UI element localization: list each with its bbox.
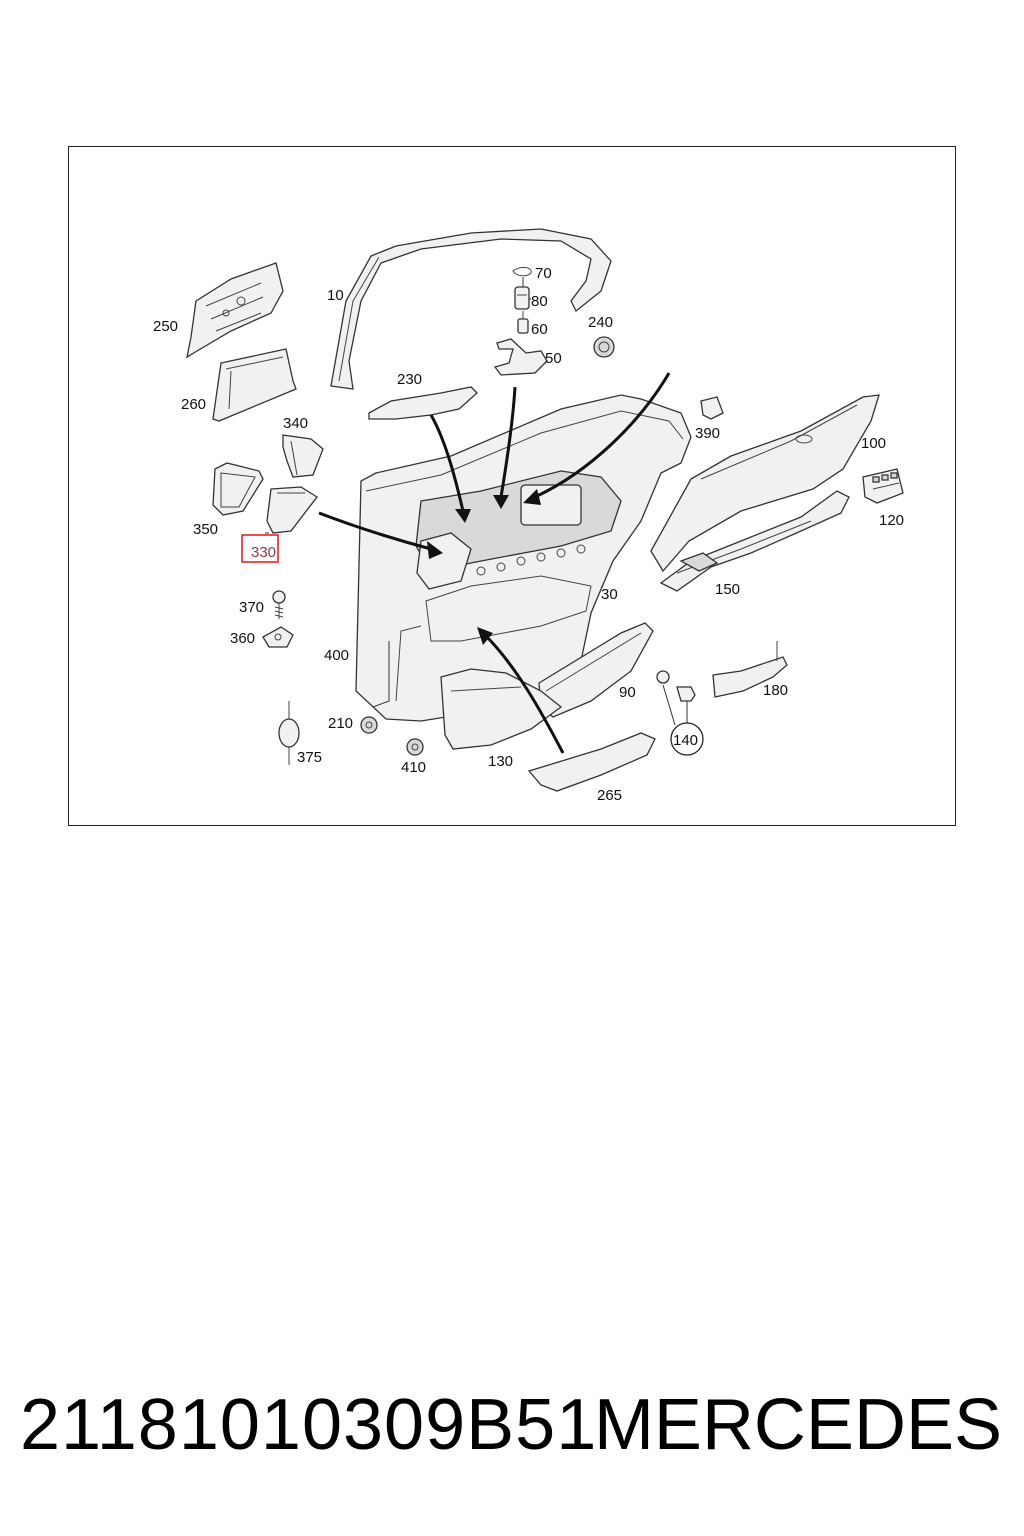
part-screw-370[interactable] bbox=[272, 590, 286, 619]
callout-90: 90 bbox=[619, 684, 636, 701]
callout-80: 80 bbox=[531, 293, 548, 310]
callout-100: 100 bbox=[861, 435, 886, 452]
callout-10: 10 bbox=[327, 287, 344, 304]
callout-250: 250 bbox=[153, 318, 178, 335]
callout-230: 230 bbox=[397, 371, 422, 388]
callout-350: 350 bbox=[193, 521, 218, 538]
part-door-panel-30[interactable] bbox=[355, 394, 692, 722]
callout-70: 70 bbox=[535, 265, 552, 282]
callout-265: 265 bbox=[597, 787, 622, 804]
exploded-parts-diagram: 10 70 80 60 50 240 250 260 230 390 340 1… bbox=[153, 228, 904, 804]
callout-340: 340 bbox=[283, 415, 308, 432]
callout-140-ring bbox=[670, 722, 704, 756]
part-trim-strip-180[interactable] bbox=[712, 641, 788, 698]
brand-name: MERCEDES bbox=[593, 1385, 1002, 1465]
part-rod-400[interactable] bbox=[372, 641, 390, 708]
callout-400: 400 bbox=[324, 647, 349, 664]
callout-50: 50 bbox=[545, 350, 562, 367]
assembly-arrows bbox=[318, 372, 671, 754]
part-clip-70[interactable] bbox=[512, 266, 532, 277]
part-round-cap-240[interactable] bbox=[593, 336, 615, 358]
part-pin-80[interactable] bbox=[514, 286, 530, 310]
part-cap-410[interactable] bbox=[406, 738, 424, 756]
callout-240: 240 bbox=[588, 314, 613, 331]
callout-30: 30 bbox=[601, 586, 618, 603]
part-door-handle-50[interactable] bbox=[493, 338, 548, 376]
leader-lines bbox=[265, 277, 531, 534]
callout-330[interactable]: 330 bbox=[251, 544, 276, 561]
part-plug-60[interactable] bbox=[517, 311, 529, 334]
part-trim-strip-230[interactable] bbox=[368, 386, 478, 420]
part-bracket-340[interactable] bbox=[282, 434, 324, 478]
footer: 21181010309B51 MERCEDES bbox=[0, 1380, 1024, 1470]
callout-180: 180 bbox=[763, 682, 788, 699]
callout-210: 210 bbox=[328, 715, 353, 732]
callout-120: 120 bbox=[879, 512, 904, 529]
diagram-frame: 10 70 80 60 50 240 250 260 230 390 340 1… bbox=[68, 146, 956, 826]
part-armrest-150[interactable] bbox=[659, 490, 850, 592]
part-lock-bracket-250[interactable] bbox=[186, 262, 284, 359]
part-seal-frame-350[interactable] bbox=[212, 462, 264, 516]
callout-370: 370 bbox=[239, 599, 264, 616]
part-window-sill-100[interactable] bbox=[650, 394, 880, 573]
part-bolt-140[interactable] bbox=[656, 670, 696, 726]
part-corner-cover-330[interactable] bbox=[266, 486, 318, 534]
callout-140: 140 bbox=[673, 732, 698, 749]
part-window-frame-trim[interactable] bbox=[330, 228, 612, 390]
callout-150: 150 bbox=[715, 581, 740, 598]
part-sill-strip-265[interactable] bbox=[527, 732, 656, 792]
part-clip-nut-360[interactable] bbox=[262, 626, 294, 648]
part-lower-cover-130[interactable] bbox=[440, 668, 563, 750]
part-airbag-badge-120[interactable] bbox=[862, 468, 904, 504]
part-box-260[interactable] bbox=[212, 348, 297, 422]
part-rivet-375[interactable] bbox=[278, 701, 300, 765]
callout-375: 375 bbox=[297, 749, 322, 766]
callout-360: 360 bbox=[230, 630, 255, 647]
callout-260: 260 bbox=[181, 396, 206, 413]
callout-130: 130 bbox=[488, 753, 513, 770]
callout-410: 410 bbox=[401, 759, 426, 776]
callout-60: 60 bbox=[531, 321, 548, 338]
part-clip-390[interactable] bbox=[700, 396, 724, 420]
highlight-box-330 bbox=[241, 534, 279, 563]
part-grommet-210[interactable] bbox=[360, 716, 378, 734]
part-number: 21181010309B51 bbox=[20, 1385, 598, 1465]
callout-390: 390 bbox=[695, 425, 720, 442]
